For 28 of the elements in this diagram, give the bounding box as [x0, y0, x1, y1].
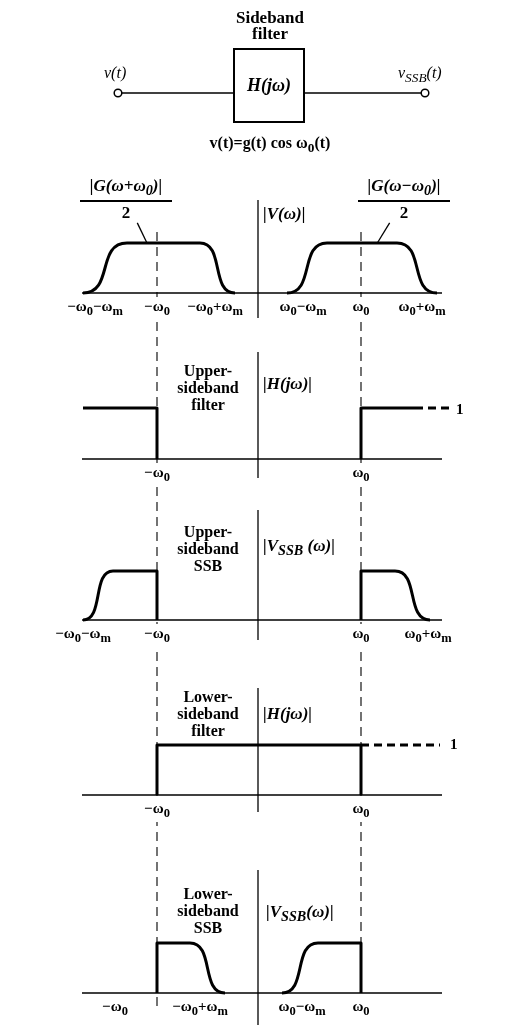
signal-line [121, 92, 234, 94]
fraction-numerator: |G(ω+ω$_{0}$)| [88, 176, 164, 200]
spectrum-curve [82, 241, 236, 295]
signal-line [136, 222, 148, 244]
plot-title: |H(jω)| [263, 705, 313, 723]
block-heading: Sideband filter [234, 10, 305, 42]
plot-caption: Upper-sideband SSB [176, 523, 240, 574]
signal-line [376, 222, 391, 244]
fraction-denominator: 2 [398, 202, 410, 223]
plot-caption: Upper-sideband filter [176, 362, 240, 413]
signal-label: v$_{SSB}$(t) [398, 64, 442, 87]
tick-label: ω$_{0}$ [352, 624, 370, 647]
plot-title: |H(jω)| [263, 375, 313, 393]
signal-label: ν(t) [104, 64, 127, 82]
filter-box: H(jω) [233, 48, 305, 123]
plot-caption: Lower-sideband filter [176, 688, 240, 739]
plot-caption: Lower-sideband SSB [176, 885, 240, 936]
formula-label: v(t)=g(t) cos ω$_{0}$(t) [208, 134, 332, 157]
plot-title: |V(ω)| [263, 205, 306, 223]
fraction-denominator: 2 [120, 202, 132, 223]
signal-line [304, 92, 422, 94]
spectrum-curve [286, 241, 438, 295]
plot-title: |V$_{SSB}$ (ω)| [263, 537, 335, 560]
plot-title: |V$_{SSB}$(ω)| [266, 903, 334, 926]
fraction-numerator: |G(ω−ω$_{0}$)| [366, 176, 442, 200]
tick-label: −ω$_{0}$ [144, 799, 170, 822]
tick-label: −ω$_{0}$ [144, 624, 170, 647]
tick-label: ω$_{0}$ [352, 799, 370, 822]
